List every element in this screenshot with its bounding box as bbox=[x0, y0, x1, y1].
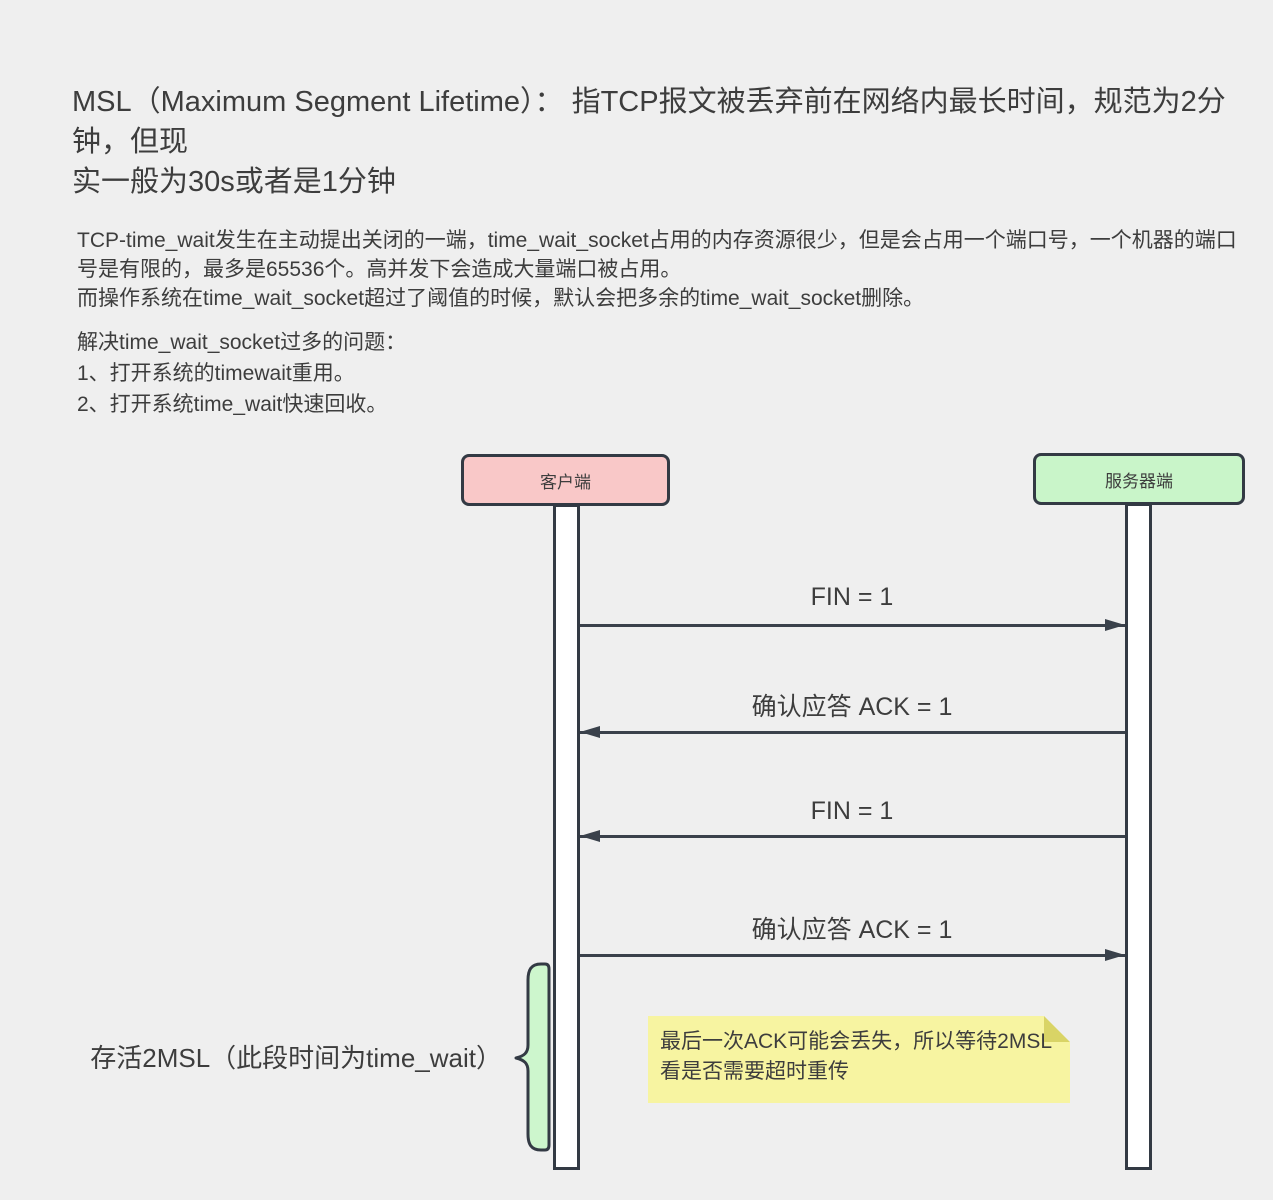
arrowhead-right-icon bbox=[1105, 619, 1125, 631]
message-arrow-ack-2 bbox=[580, 954, 1125, 957]
message-arrow-ack-1 bbox=[580, 731, 1125, 734]
lifeline-client bbox=[553, 504, 580, 1170]
actor-label-client: 客户端 bbox=[540, 472, 591, 492]
page-title: MSL（Maximum Segment Lifetime）： 指TCP报文被丢弃… bbox=[72, 86, 1226, 198]
message-label-ack-2: 确认应答 ACK = 1 bbox=[751, 916, 953, 944]
actor-label-server: 服务器端 bbox=[1105, 471, 1173, 491]
curly-brace-icon bbox=[514, 962, 551, 1152]
actor-box-client: 客户端 bbox=[461, 454, 670, 506]
actor-box-server: 服务器端 bbox=[1033, 453, 1245, 505]
time-wait-intro-paragraph: TCP-time_wait发生在主动提出关闭的一端，time_wait_sock… bbox=[77, 229, 1237, 310]
sticky-note-text: 最后一次ACK可能会丢失，所以等待2MSL 看是否需要超时重传 bbox=[660, 1030, 1053, 1083]
arrowhead-right-icon bbox=[1105, 949, 1125, 961]
message-label-fin-1: FIN = 1 bbox=[810, 583, 894, 611]
time-wait-duration-label: 存活2MSL（此段时间为time_wait） bbox=[90, 1043, 502, 1073]
folded-corner-icon bbox=[1044, 1016, 1070, 1042]
message-label-ack-1: 确认应答 ACK = 1 bbox=[751, 693, 953, 721]
solutions-paragraph: 解决time_wait_socket过多的问题： 1、打开系统的timewait… bbox=[77, 331, 407, 416]
arrowhead-left-icon bbox=[580, 830, 600, 842]
sticky-note: 最后一次ACK可能会丢失，所以等待2MSL 看是否需要超时重传 bbox=[648, 1016, 1070, 1103]
message-label-fin-2: FIN = 1 bbox=[810, 797, 894, 825]
lifeline-server bbox=[1125, 503, 1152, 1170]
message-arrow-fin-2 bbox=[580, 835, 1125, 838]
arrowhead-left-icon bbox=[580, 726, 600, 738]
message-arrow-fin-1 bbox=[580, 624, 1125, 627]
